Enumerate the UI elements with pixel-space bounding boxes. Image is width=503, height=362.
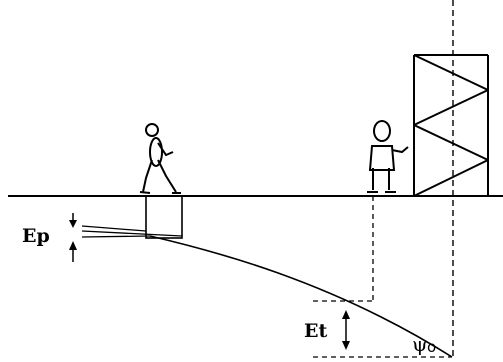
psi-label: ψ (412, 332, 428, 356)
earth-curve (149, 235, 453, 358)
degree-mark: o (427, 338, 436, 356)
ep-line-lower (81, 230, 183, 237)
scaffold-tower (413, 54, 489, 197)
et-label: Et (304, 320, 327, 342)
walking-person-figure (139, 123, 181, 194)
standing-person-figure (367, 120, 409, 193)
ep-line-tangent (81, 235, 151, 238)
ep-label: Ep (22, 225, 50, 247)
platform-box (145, 195, 183, 239)
ep-line-upper (81, 225, 147, 232)
ep-arrows (69, 213, 77, 262)
et-double-arrow (342, 310, 350, 350)
